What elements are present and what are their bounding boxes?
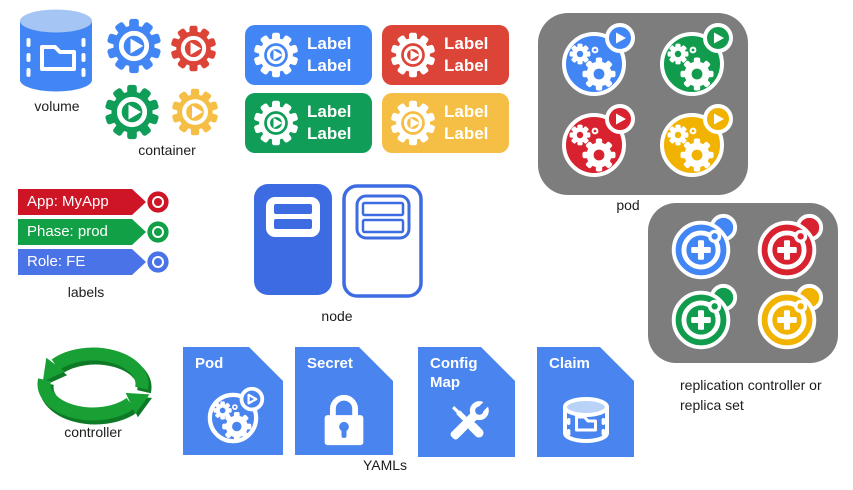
replica-blue-icon <box>662 211 740 289</box>
yaml-doc-claim: Claim <box>537 347 634 457</box>
database-folder-outline-icon <box>556 390 616 450</box>
container-gear-yellow-icon <box>171 88 219 136</box>
pod-container-yellow-icon <box>648 101 736 189</box>
node-filled-icon <box>254 184 332 295</box>
node-outline-icon <box>342 184 423 298</box>
pod-label: pod <box>616 197 640 213</box>
gear-play-icon <box>253 100 299 146</box>
yamls-caption: YAMLs <box>362 457 408 473</box>
volume-label: volume <box>34 98 80 114</box>
container-label: container <box>138 142 196 158</box>
yaml-doc-configmap: Config Map <box>418 347 515 457</box>
label-tag-app: App: MyApp <box>18 189 146 215</box>
label-tag-phase: Phase: prod <box>18 219 146 245</box>
yaml-doc-title: Pod <box>195 355 224 372</box>
yaml-doc-pod: Pod <box>183 347 283 455</box>
container-gear-red-icon <box>170 25 217 72</box>
node-label: node <box>321 308 353 324</box>
container-gear-blue-icon <box>106 18 162 74</box>
replica-green-icon <box>662 281 740 359</box>
yaml-doc-title: Config Map <box>430 355 478 391</box>
yaml-doc-secret: Secret <box>295 347 393 455</box>
crossed-tools-icon <box>438 392 498 452</box>
pod-box <box>538 13 748 195</box>
volume-icon <box>20 9 92 92</box>
label-target-blue-icon <box>146 250 170 274</box>
replica-red-icon <box>748 211 826 289</box>
yaml-doc-title: Secret <box>307 355 353 372</box>
gear-play-icon <box>253 32 299 78</box>
container-gear-green-icon <box>104 84 160 140</box>
gear-play-icon <box>390 32 436 78</box>
label-target-red-icon <box>146 190 170 214</box>
pod-container-green-icon <box>648 20 736 108</box>
labels-caption: labels <box>67 284 105 300</box>
yaml-doc-title: Claim <box>549 355 590 372</box>
gear-play-icon <box>390 100 436 146</box>
label-tag-role: Role: FE <box>18 249 146 275</box>
pod-container-red-icon <box>550 101 638 189</box>
pod-outline-icon <box>199 384 267 452</box>
controller-sync-arrows-icon <box>37 347 153 425</box>
replica-yellow-icon <box>748 281 826 359</box>
replication-box <box>648 203 838 363</box>
label-target-green-icon <box>146 220 170 244</box>
pod-container-blue-icon <box>550 20 638 108</box>
lock-icon <box>315 390 373 448</box>
replication-label: replication controller or replica set <box>680 377 822 413</box>
controller-label: controller <box>64 424 122 440</box>
